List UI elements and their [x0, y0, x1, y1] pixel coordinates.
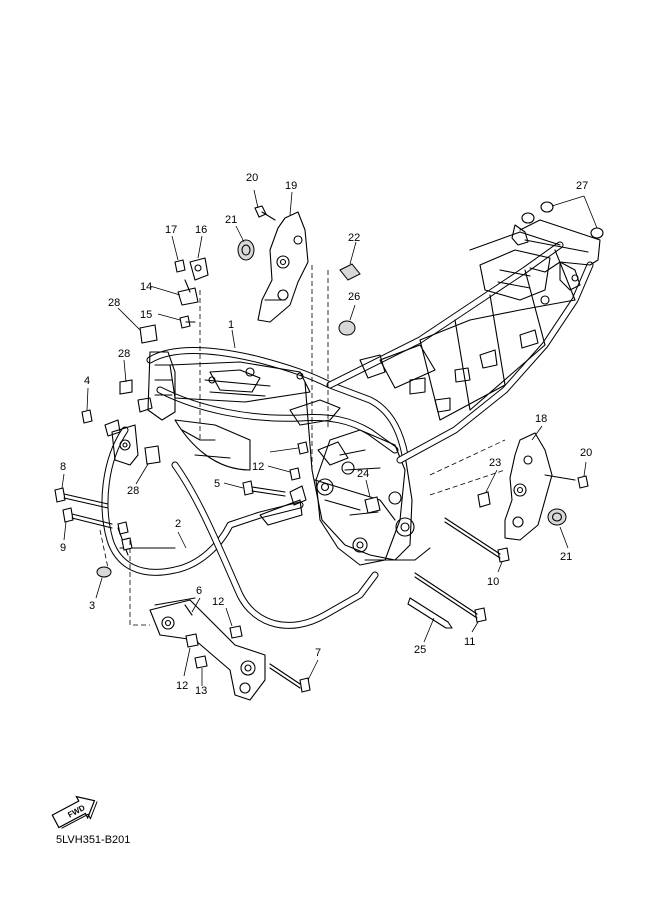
- callout-21a: 21: [225, 214, 237, 226]
- leader-lines: [61, 189, 598, 686]
- callout-23: 23: [489, 457, 501, 469]
- callout-16: 16: [195, 224, 207, 236]
- fwd-arrow-icon: FWD: [51, 795, 98, 829]
- rear-side-cover: [429, 432, 589, 541]
- callout-22: 22: [348, 232, 360, 244]
- engine-hanger-bracket: [149, 597, 266, 701]
- callout-13: 13: [195, 685, 207, 697]
- callout-19: 19: [285, 180, 297, 192]
- engine-cradle-downtube: [101, 426, 379, 629]
- callout-28c: 28: [127, 485, 139, 497]
- callout-12c: 12: [176, 680, 188, 692]
- callout-18: 18: [535, 413, 547, 425]
- callout-21b: 21: [560, 551, 572, 563]
- callout-20a: 20: [246, 172, 258, 184]
- callout-9: 9: [60, 542, 66, 554]
- callout-28b: 28: [118, 348, 130, 360]
- callout-20b: 20: [580, 447, 592, 459]
- document-code: 5LVH351-B201: [56, 834, 131, 846]
- callout-25: 25: [414, 644, 426, 656]
- callout-24: 24: [357, 468, 369, 480]
- long-bolts: [54, 201, 604, 693]
- front-left-bracket: [104, 324, 161, 466]
- bracket-parts-14-17: [174, 257, 209, 329]
- main-frame: [146, 219, 601, 566]
- callout-27: 27: [576, 180, 588, 192]
- callout-17: 17: [165, 224, 177, 236]
- callout-12b: 12: [212, 596, 224, 608]
- callout-1: 1: [228, 319, 234, 331]
- callout-11: 11: [464, 636, 475, 648]
- callout-3: 3: [89, 600, 95, 612]
- callout-26: 26: [348, 291, 360, 303]
- callout-7: 7: [315, 647, 321, 659]
- head-cover-bracket: [237, 205, 309, 323]
- callout-labels: 1 2 3 4 5 6 7 8 9 10 11 12 12 12 13 14 1…: [60, 172, 592, 697]
- callout-6: 6: [196, 585, 202, 597]
- callout-15: 15: [140, 309, 152, 321]
- callout-4: 4: [84, 375, 90, 387]
- callout-12a: 12: [252, 461, 264, 473]
- callout-28a: 28: [108, 297, 120, 309]
- callout-8: 8: [60, 461, 66, 473]
- callout-5: 5: [214, 478, 220, 490]
- callout-2: 2: [175, 518, 181, 530]
- callout-14: 14: [140, 281, 152, 293]
- callout-10: 10: [487, 576, 499, 588]
